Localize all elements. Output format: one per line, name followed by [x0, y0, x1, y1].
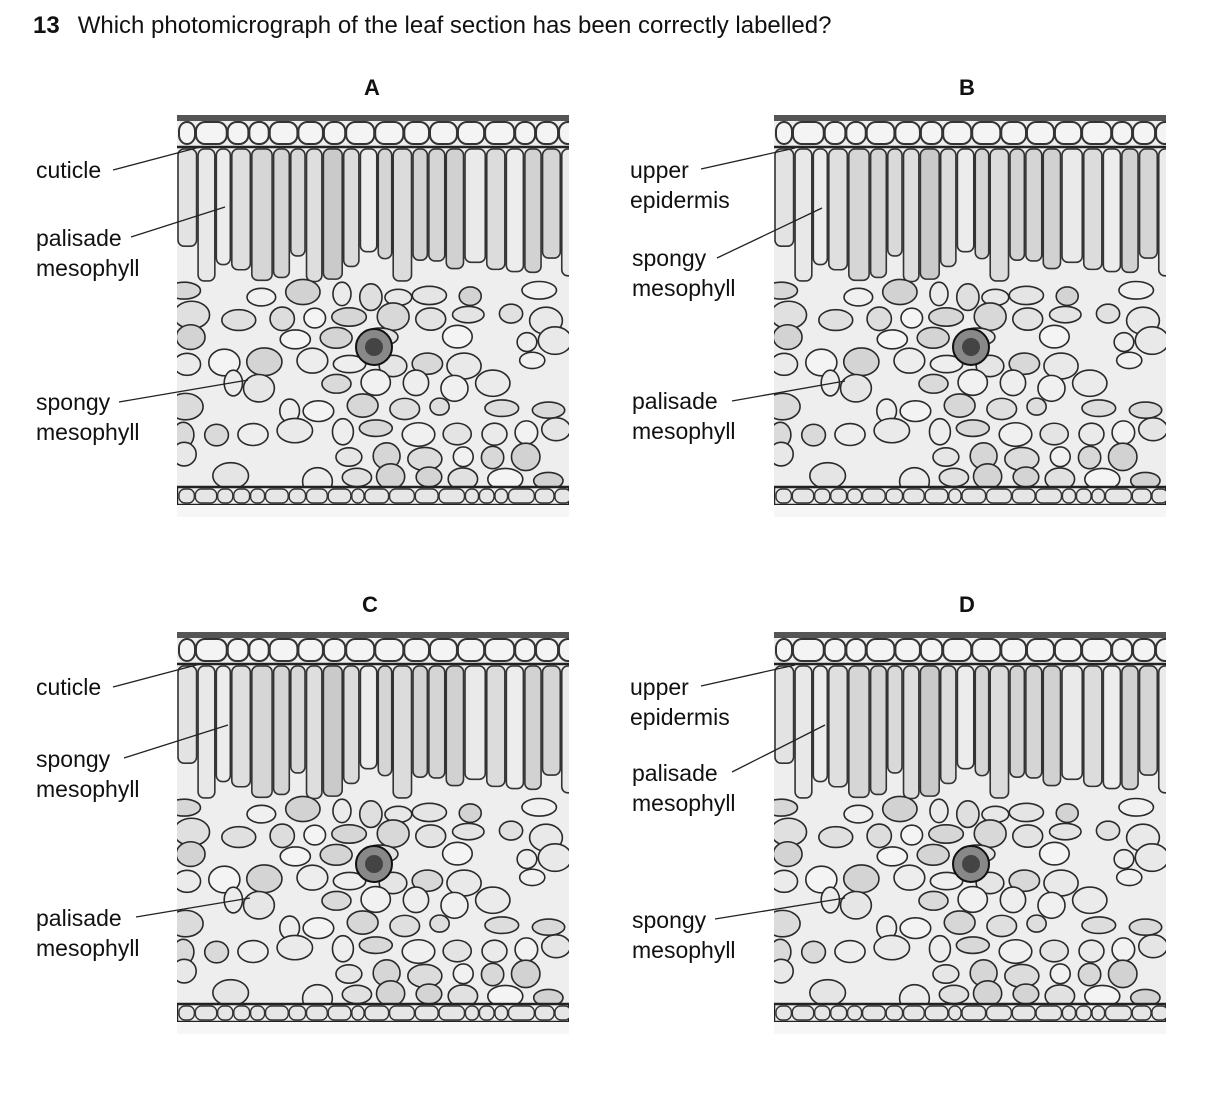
label-cuticle: cuticle [36, 157, 102, 183]
panel-letter: B [959, 75, 975, 100]
leaf-section-photomicrograph [774, 115, 1166, 517]
panel-letter: A [364, 75, 380, 100]
leaf-section-photomicrograph [774, 632, 1166, 1034]
question-text: Which photomicrograph of the leaf sectio… [77, 12, 832, 39]
panel-letter: D [959, 592, 975, 617]
leaf-section-photomicrograph [177, 632, 569, 1034]
panel-letter: C [362, 592, 378, 617]
leaf-section-photomicrograph [177, 115, 569, 517]
question: 13 Which photomicrograph of the leaf sect… [33, 12, 831, 40]
question-number: 13 [33, 12, 60, 39]
label-cuticle: cuticle [36, 674, 102, 700]
